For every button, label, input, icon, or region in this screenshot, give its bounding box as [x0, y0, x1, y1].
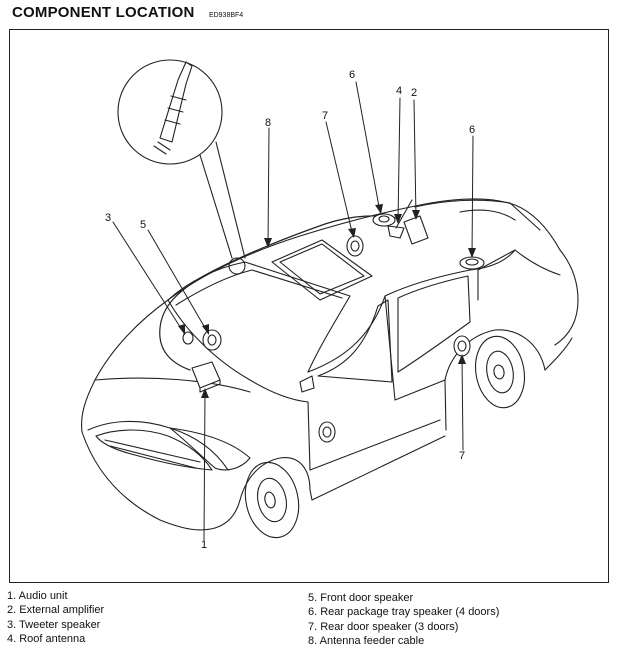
callout-6-right: 6	[469, 124, 475, 136]
front-door-speaker-lower	[318, 421, 336, 443]
roof-antenna	[387, 199, 413, 239]
callout-8: 8	[265, 117, 271, 129]
callout-2: 2	[411, 87, 417, 99]
front-door-speaker-left	[202, 329, 222, 351]
document-code: ED938BF4	[208, 12, 244, 19]
legend-item: 3. Tweeter speaker	[7, 618, 101, 631]
rear-package-tray-speaker-2	[459, 256, 485, 270]
arrowheads	[178, 204, 476, 398]
legend-item: 1. Audio unit	[7, 590, 68, 602]
legend-item: 6. Rear package tray speaker (4 doors)	[308, 606, 500, 619]
header: COMPONENT LOCATION ED938BF4	[12, 4, 243, 22]
callout-1: 1	[201, 539, 207, 551]
antenna-detail-inset	[117, 59, 246, 275]
audio-unit	[191, 361, 221, 393]
callout-5: 5	[140, 219, 146, 231]
legend-item: 2. External amplifier	[7, 604, 105, 617]
leader-lines	[112, 81, 474, 541]
diagram-frame	[9, 29, 609, 583]
callout-6-left: 6	[349, 69, 355, 81]
rear-door-speaker	[453, 335, 471, 357]
legend-left: 1. Audio unit 2. External amplifier 3. T…	[7, 589, 104, 646]
callout-7-bottom: 7	[459, 450, 465, 462]
callout-labels: 1 2 3 4 5 6 6 7 7 8	[105, 69, 475, 551]
front-door-speaker-center	[346, 235, 364, 257]
tweeter-speaker	[182, 331, 194, 345]
callout-4: 4	[396, 85, 402, 97]
external-amplifier	[403, 215, 429, 245]
legend-right: 5. Front door speaker 6. Rear package tr…	[308, 591, 499, 648]
page-title: COMPONENT LOCATION	[12, 4, 195, 21]
rear-package-tray-speaker-1	[372, 213, 396, 227]
antenna-feeder-cable	[159, 215, 396, 371]
callout-3: 3	[105, 212, 111, 224]
legend-item: 4. Roof antenna	[7, 632, 86, 645]
legend-item: 7. Rear door speaker (3 doors)	[308, 620, 459, 633]
car-body	[81, 198, 579, 539]
callout-7-top: 7	[322, 110, 328, 122]
legend-item: 8. Antenna feeder cable	[308, 634, 425, 647]
legend-item: 5. Front door speaker	[308, 592, 414, 604]
